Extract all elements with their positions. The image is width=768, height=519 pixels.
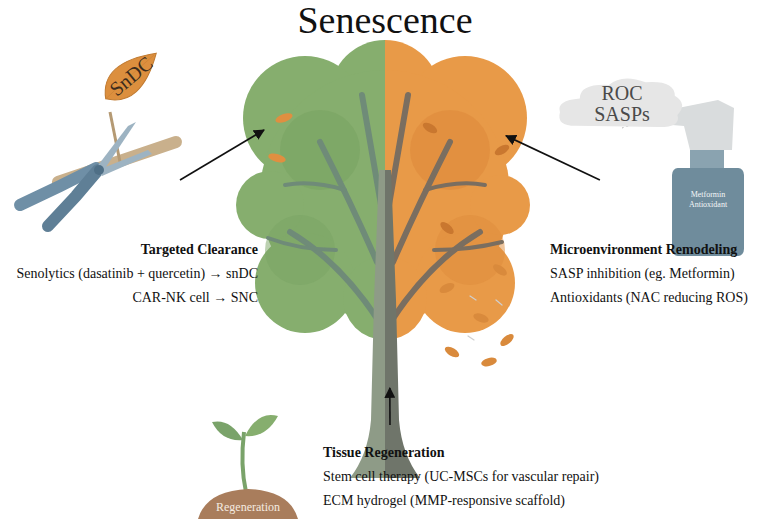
strategy-group: Tissue RegenerationStem cell therapy (UC… bbox=[322, 425, 662, 519]
green-canopy bbox=[236, 40, 385, 340]
right-branches bbox=[389, 95, 502, 320]
cloud-shape: ROC SASPs bbox=[556, 70, 688, 138]
trunk-left bbox=[350, 170, 385, 478]
sprout bbox=[212, 415, 278, 492]
falling-leaves bbox=[438, 262, 516, 368]
strategy-group: Microenvironment RemodelingSASP inhibiti… bbox=[548, 180, 768, 310]
left-branches bbox=[268, 95, 381, 320]
strategy-heading: Microenvironment Remodeling bbox=[550, 238, 737, 262]
strategy-item: SASP inhibition (eg. Metformin) bbox=[550, 262, 735, 286]
strategy-item: ECM hydrogel (MMP-responsive scaffold) bbox=[323, 489, 565, 513]
diagram-title: Senescence bbox=[297, 0, 472, 40]
pruning-shears bbox=[20, 112, 176, 226]
motion-marks bbox=[468, 296, 502, 340]
tree-node: Senescence bbox=[264, 0, 506, 388]
soil-mound: Regeneration bbox=[198, 487, 298, 519]
strategy-item: Antioxidants (NAC reducing ROS) bbox=[550, 286, 748, 310]
connector-arrow bbox=[389, 388, 391, 425]
connector-arrow bbox=[506, 136, 600, 180]
strategy-item: Stem cell therapy (UC-MSCs for vascular … bbox=[323, 465, 599, 489]
trunk-right bbox=[385, 170, 420, 478]
bottle-label: Metformin Antioxidant bbox=[684, 190, 732, 210]
strategy-item: Senolytics (dasatinib + quercetin) → snD… bbox=[16, 262, 258, 286]
strategy-group: Targeted ClearanceSenolytics (dasatinib … bbox=[0, 180, 262, 310]
strategy-heading: Targeted Clearance bbox=[141, 238, 258, 262]
strategy-item: CAR-NK cell → SNC bbox=[132, 286, 258, 310]
orange-canopy bbox=[385, 40, 530, 340]
cloud-label: ROC SASPs bbox=[586, 83, 658, 125]
leaf-tag: SnDC bbox=[82, 28, 180, 125]
connector-arrow bbox=[180, 130, 264, 180]
strategy-heading: Tissue Regeneration bbox=[323, 441, 444, 465]
soil-label: Regeneration bbox=[216, 500, 280, 514]
canopy-leaves bbox=[267, 111, 511, 236]
